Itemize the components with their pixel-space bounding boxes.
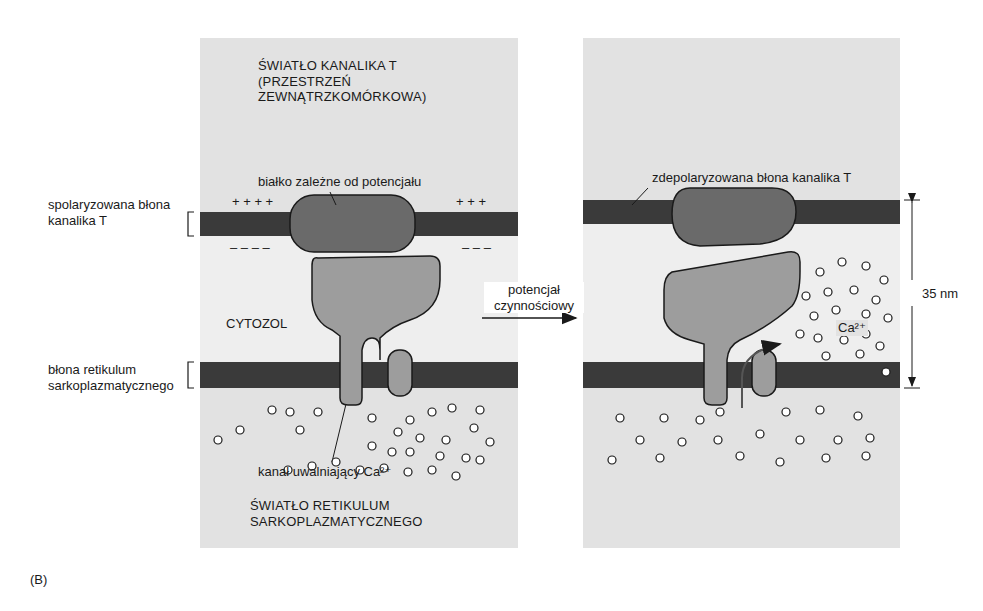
calcium-ion bbox=[608, 456, 616, 464]
calcium-ion bbox=[776, 458, 784, 466]
calcium-ion bbox=[368, 442, 376, 450]
calcium-ion bbox=[406, 448, 414, 456]
calcium-ion bbox=[616, 414, 624, 422]
calcium-ion bbox=[816, 268, 824, 276]
calcium-ion bbox=[388, 448, 396, 456]
calcium-ion bbox=[236, 426, 244, 434]
calcium-ion bbox=[816, 406, 824, 414]
calcium-ion bbox=[862, 262, 870, 270]
calcium-ion bbox=[476, 406, 484, 414]
calcium-ion bbox=[782, 408, 790, 416]
arrow-label: potencjał czynnościowy bbox=[484, 282, 584, 313]
calcium-ion bbox=[214, 436, 222, 444]
charge-sign: – – – bbox=[462, 240, 491, 256]
region-label: CYTOZOL bbox=[226, 316, 287, 332]
ion-label: Ca²⁺ bbox=[836, 320, 868, 336]
calcium-ion bbox=[714, 436, 722, 444]
calcium-ion bbox=[832, 306, 840, 314]
charge-sign: – – – – bbox=[230, 240, 270, 256]
calcium-ion bbox=[824, 288, 832, 296]
charge-sign: + + + + bbox=[232, 194, 273, 210]
calcium-ion bbox=[314, 408, 322, 416]
calcium-ion bbox=[834, 436, 842, 444]
membrane-label: zdepolaryzowana błona kanalika T bbox=[652, 170, 851, 186]
calcium-ion bbox=[822, 454, 830, 462]
calcium-ion bbox=[854, 412, 862, 420]
calcium-ion bbox=[696, 416, 704, 424]
calcium-ion bbox=[404, 468, 412, 476]
calcium-ion bbox=[296, 426, 304, 434]
dimension-label: 35 nm bbox=[922, 286, 958, 302]
calcium-ion bbox=[368, 414, 376, 422]
region-title: ŚWIATŁO RETIKULUM SARKOPLAZMATYCZNEGO bbox=[250, 498, 450, 529]
calcium-ion bbox=[268, 406, 276, 414]
calcium-ion bbox=[486, 438, 494, 446]
calcium-ion bbox=[476, 456, 484, 464]
calcium-ion bbox=[802, 292, 810, 300]
calcium-ion bbox=[442, 436, 450, 444]
charge-sign: + + + bbox=[456, 194, 486, 210]
calcium-ion bbox=[716, 408, 724, 416]
calcium-ion bbox=[452, 472, 460, 480]
calcium-ion bbox=[736, 452, 744, 460]
calcium-ion bbox=[448, 404, 456, 412]
calcium-ion bbox=[872, 296, 880, 304]
calcium-ion bbox=[660, 414, 668, 422]
calcium-ion bbox=[756, 430, 764, 438]
calcium-ion bbox=[884, 314, 892, 322]
calcium-ion bbox=[810, 312, 818, 320]
calcium-ion bbox=[856, 350, 864, 358]
membrane-label: spolaryzowana błona kanalika T bbox=[48, 197, 180, 228]
calcium-ion bbox=[840, 336, 848, 344]
calcium-ion bbox=[876, 342, 884, 350]
calcium-ion bbox=[866, 434, 874, 442]
calcium-ion bbox=[428, 408, 436, 416]
membrane-label: błona retikulum sarkoplazmatycznego bbox=[48, 362, 180, 393]
calcium-ion bbox=[436, 452, 444, 460]
calcium-ion bbox=[850, 286, 858, 294]
calcium-ion bbox=[796, 330, 804, 338]
calcium-ion bbox=[416, 434, 424, 442]
calcium-ion bbox=[880, 276, 888, 284]
calcium-ion bbox=[428, 466, 436, 474]
calcium-ion bbox=[394, 428, 402, 436]
panel-letter: (B) bbox=[30, 572, 47, 588]
calcium-ion bbox=[862, 310, 870, 318]
calcium-ion bbox=[814, 334, 822, 342]
calcium-ion bbox=[470, 424, 478, 432]
calcium-ion bbox=[678, 438, 686, 446]
calcium-ion bbox=[636, 436, 644, 444]
calcium-ion bbox=[862, 452, 870, 460]
calcium-ion bbox=[406, 416, 414, 424]
region-title: ŚWIATŁO KANALIKA T (PRZESTRZEŃ ZEWNĄTRZK… bbox=[258, 58, 468, 105]
protein-label: białko zależne od potencjału bbox=[258, 174, 421, 190]
calcium-ion bbox=[286, 408, 294, 416]
calcium-ion bbox=[822, 352, 830, 360]
calcium-ion bbox=[838, 258, 846, 266]
calcium-ion bbox=[462, 454, 470, 462]
calcium-ion bbox=[796, 436, 804, 444]
channel-label: kanał uwalniający Ca²⁺ bbox=[258, 464, 391, 480]
calcium-ion bbox=[882, 368, 890, 376]
calcium-ion bbox=[656, 454, 664, 462]
